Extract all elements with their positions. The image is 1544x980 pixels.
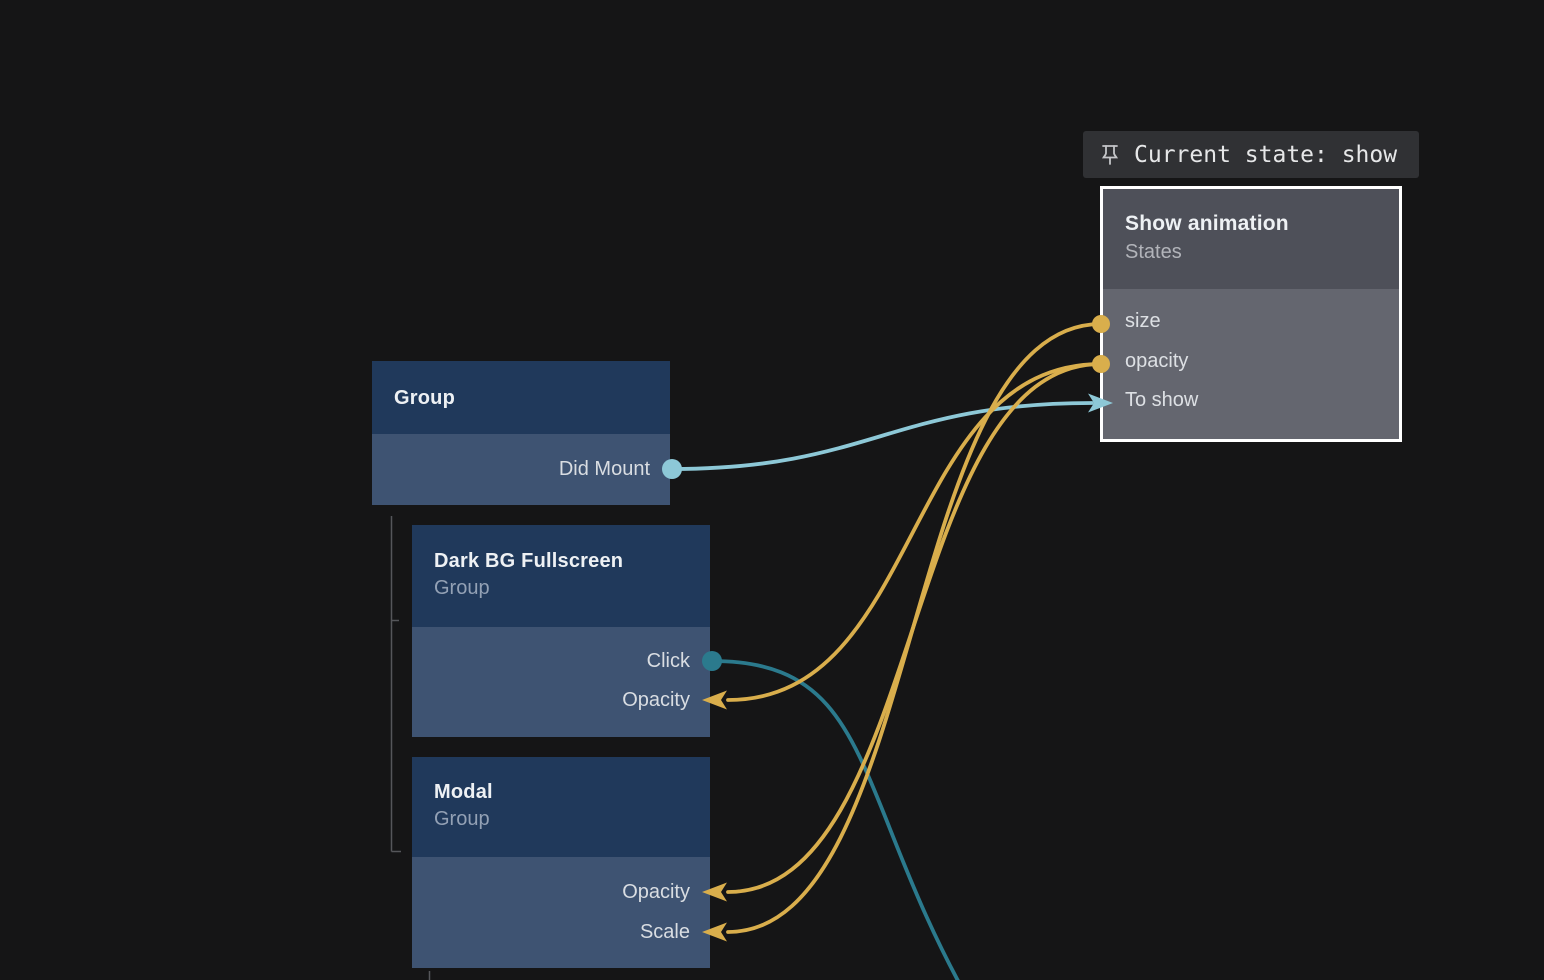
port-label: To show [1125, 388, 1199, 411]
port-size[interactable]: size [1125, 306, 1161, 336]
node-show-animation[interactable]: Show animation States size opacity To sh… [1100, 186, 1402, 442]
wire-click-offscreen[interactable] [710, 659, 980, 980]
node-group[interactable]: Group Did Mount [372, 361, 670, 505]
node-dark-bg-fullscreen[interactable]: Dark BG Fullscreen Group Click Opacity [412, 525, 710, 737]
node-title: Show animation [1125, 212, 1289, 236]
port-label: Opacity [622, 688, 690, 711]
port-opacity[interactable]: opacity [1125, 346, 1188, 376]
port-click[interactable]: Click [647, 646, 690, 676]
node-title: Group [394, 386, 455, 409]
current-state-label: Current state: show [1134, 141, 1398, 168]
port-to-show[interactable]: To show [1125, 385, 1198, 415]
node-group-body: Did Mount [372, 434, 670, 505]
node-modal-body: Opacity Scale [412, 857, 710, 968]
wire-opacity-darkbg-opacity[interactable] [726, 362, 1103, 702]
node-title: Modal [434, 781, 493, 803]
wire-size-modal-scale[interactable] [726, 322, 1103, 934]
node-show-animation-body: size opacity To show [1103, 289, 1399, 439]
wire-opacity-modal-opacity[interactable] [726, 362, 1103, 894]
node-group-header[interactable]: Group [372, 361, 670, 434]
port-label: Click [646, 649, 690, 672]
port-opacity[interactable]: Opacity [622, 877, 690, 907]
port-label: Opacity [622, 880, 690, 903]
port-label: opacity [1125, 349, 1189, 372]
port-scale[interactable]: Scale [640, 917, 690, 947]
node-show-animation-header[interactable]: Show animation States [1103, 189, 1399, 289]
node-dark-bg-header[interactable]: Dark BG Fullscreen Group [412, 525, 710, 627]
pushpin-icon[interactable] [1099, 143, 1121, 167]
wire-didmount-toshow[interactable] [670, 401, 1094, 471]
port-label: Did Mount [558, 457, 650, 480]
node-dark-bg-body: Click Opacity [412, 627, 710, 737]
port-opacity[interactable]: Opacity [622, 685, 690, 715]
port-label: size [1125, 309, 1161, 332]
node-title: Dark BG Fullscreen [434, 550, 624, 572]
node-subtitle: States [1125, 240, 1182, 263]
node-modal[interactable]: Modal Group Opacity Scale [412, 757, 710, 968]
node-subtitle: Group [434, 577, 490, 599]
port-did-mount[interactable]: Did Mount [559, 454, 650, 484]
node-modal-header[interactable]: Modal Group [412, 757, 710, 857]
node-subtitle: Group [434, 808, 490, 830]
current-state-banner[interactable]: Current state: show [1083, 131, 1419, 178]
port-label: Scale [639, 920, 690, 943]
